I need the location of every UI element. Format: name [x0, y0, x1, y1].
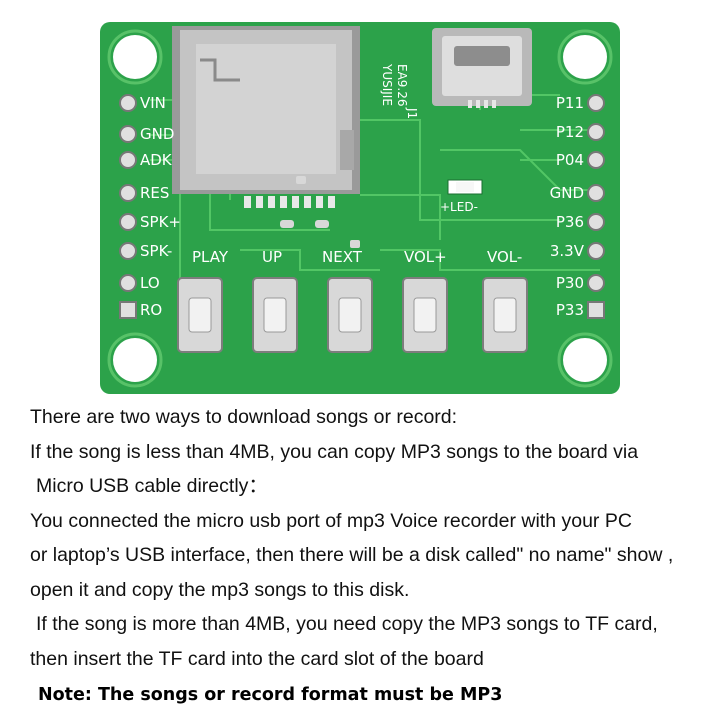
pin-label-gnd-left: GND	[140, 125, 174, 143]
pin-label-p04: P04	[556, 151, 584, 169]
pin-label-adk: ADK	[140, 151, 173, 169]
mp3-board-photo: EA9.26 YUSIJIE J1 +LED- VIN GND ADK RES …	[100, 22, 620, 394]
micro-usb-port	[432, 28, 532, 108]
led-indicator: +LED-	[440, 179, 483, 214]
tactile-button-vol-up	[402, 277, 448, 353]
pin-label-spk-plus: SPK+	[140, 213, 181, 231]
silkscreen-brand: YUSIJIE	[380, 63, 394, 106]
pin-label-ro: RO	[140, 301, 162, 319]
tactile-button-vol-down	[482, 277, 528, 353]
button-label-vol-up: VOL+	[404, 248, 447, 266]
instruction-line-2: If the song is less than 4MB, you can co…	[30, 440, 639, 463]
instruction-line-1: There are two ways to download songs or …	[30, 406, 458, 428]
led-label: +LED-	[440, 200, 478, 214]
right-header	[587, 94, 605, 319]
pin-label-p11: P11	[556, 94, 584, 112]
tf-card-slot	[172, 26, 360, 208]
instruction-line-8: then insert the TF card into the card sl…	[30, 647, 484, 670]
pin-label-res: RES	[140, 184, 169, 202]
silkscreen-model: EA9.26	[395, 64, 409, 107]
pin-label-spk-minus: SPK-	[140, 242, 172, 260]
format-note: Note: The songs or record format must be…	[38, 685, 503, 705]
button-label-next: NEXT	[322, 248, 363, 266]
button-label-up: UP	[262, 248, 282, 266]
left-header	[119, 94, 137, 319]
instruction-line-4: You connected the micro usb port of mp3 …	[30, 509, 632, 532]
button-label-play: PLAY	[192, 248, 229, 266]
tactile-button-play	[177, 277, 223, 353]
instruction-line-5: or laptop’s USB interface, then there wi…	[30, 544, 674, 566]
pin-label-p36: P36	[556, 213, 584, 231]
pin-label-p12: P12	[556, 123, 584, 141]
pin-label-gnd-right: GND	[550, 184, 584, 202]
pin-label-lo: LO	[140, 274, 160, 292]
pin-label-p33: P33	[556, 301, 584, 319]
instructions-text: There are two ways to download songs or …	[30, 400, 710, 712]
small-mark: J1	[405, 107, 419, 119]
pin-label-vin: VIN	[140, 94, 166, 112]
pin-label-p30: P30	[556, 274, 584, 292]
instruction-line-7: If the song is more than 4MB, you need c…	[36, 613, 658, 635]
tactile-button-next	[327, 277, 373, 353]
pin-label-3v3: 3.3V	[550, 242, 585, 260]
instruction-line-3: Micro USB cable directly：	[36, 475, 268, 497]
button-label-vol-down: VOL-	[487, 248, 522, 266]
instruction-line-6: open it and copy the mp3 songs to this d…	[30, 578, 410, 601]
tactile-button-up	[252, 277, 298, 353]
